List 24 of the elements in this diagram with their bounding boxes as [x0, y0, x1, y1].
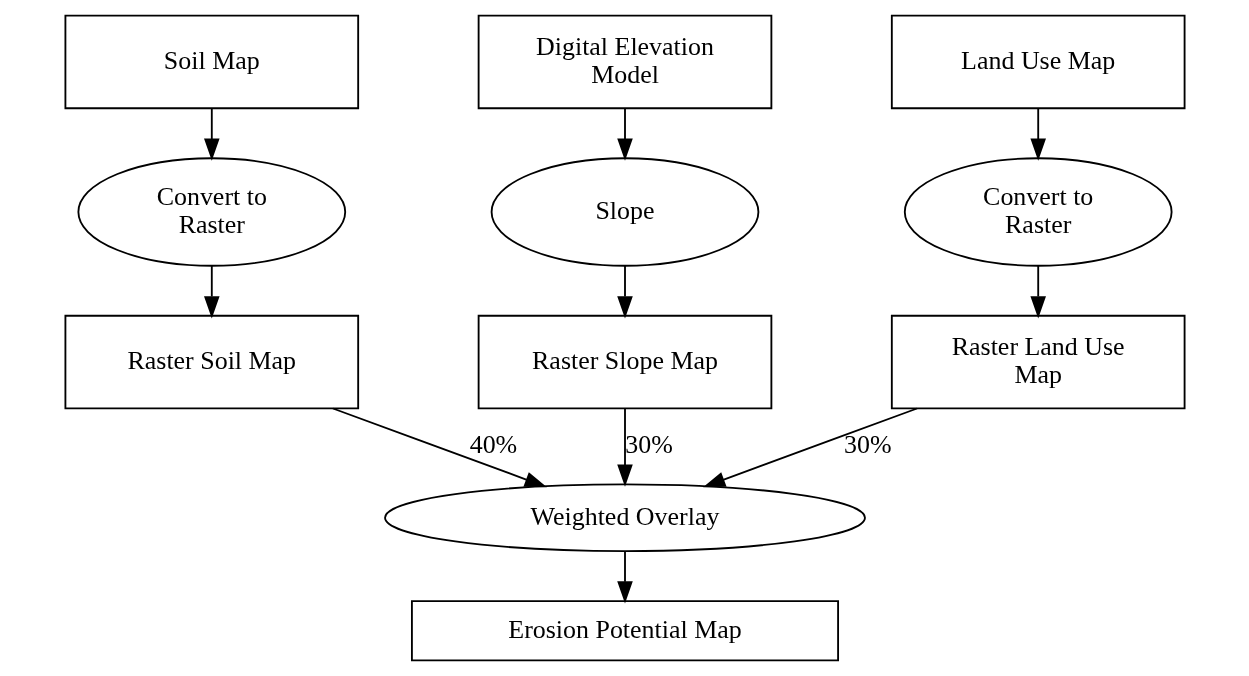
- node-ellipse: Convert to Raster: [903, 157, 1173, 267]
- node-ellipse: Convert to Raster: [76, 157, 346, 267]
- arrow: [1029, 264, 1046, 319]
- arrow: [616, 550, 633, 604]
- node-box: Soil Map: [64, 14, 359, 110]
- node-ellipse: Weighted Overlay: [383, 483, 866, 552]
- node-box: Digital Elevation Model: [477, 14, 772, 110]
- node-ellipse: Slope: [490, 157, 759, 267]
- arrow: [616, 407, 633, 487]
- edge-label: 40%: [469, 430, 517, 460]
- arrow: [331, 407, 547, 488]
- arrow: [203, 264, 220, 319]
- arrow: [616, 264, 633, 319]
- node-box: Raster Soil Map: [64, 314, 359, 410]
- edge-label: 30%: [624, 430, 673, 460]
- arrow: [702, 407, 918, 488]
- node-box: Land Use Map: [890, 14, 1185, 110]
- arrow: [1029, 107, 1046, 161]
- edge-label: 30%: [843, 430, 892, 460]
- node-box: Erosion Potential Map: [410, 600, 839, 662]
- arrow: [616, 107, 633, 161]
- arrow: [203, 107, 220, 161]
- node-box: Raster Land Use Map: [890, 314, 1185, 410]
- node-box: Raster Slope Map: [477, 314, 772, 410]
